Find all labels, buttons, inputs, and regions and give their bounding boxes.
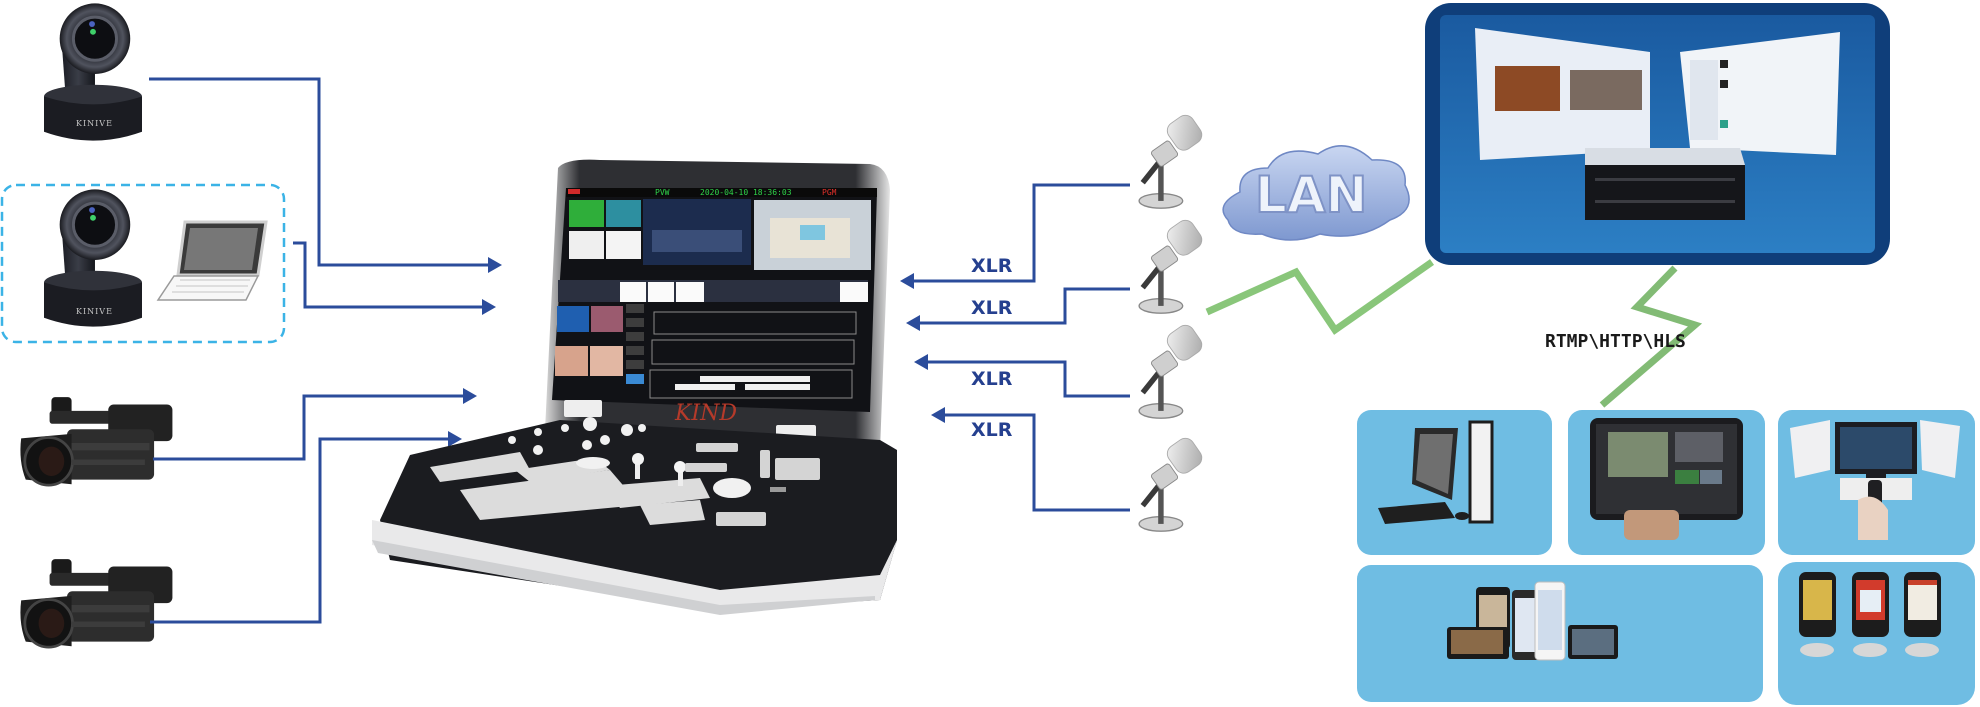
- streaming-server-panel: [1425, 3, 1890, 265]
- client-devices: [1357, 410, 1975, 705]
- ptz-camera-2: KINIVE: [44, 188, 142, 329]
- xlr-wire: [926, 360, 1130, 398]
- microphone-icon: [1139, 112, 1205, 208]
- xlr-label: XLR: [971, 297, 1013, 319]
- arrow-icon: [482, 299, 496, 315]
- wire-camcorder-2: [150, 437, 450, 624]
- switcher-logo: KIND: [674, 401, 737, 426]
- camera-brand-label: KINIVE: [76, 119, 113, 128]
- cloud-icon: [1222, 145, 1410, 241]
- camcorder-1: [18, 395, 174, 487]
- lan-label: LAN: [1255, 166, 1367, 224]
- xlr-link-3: XLR: [914, 322, 1205, 418]
- wire-camcorder-1: [153, 394, 465, 461]
- xlr-label: XLR: [971, 368, 1013, 390]
- ptz-camera-1: KINIVE: [44, 2, 142, 143]
- arrow-icon: [931, 407, 945, 423]
- lan-cloud: LAN: [1222, 145, 1410, 241]
- pvw-label: PVW: [655, 188, 670, 197]
- xlr-label: XLR: [971, 255, 1013, 277]
- wire-ptz-1: [149, 77, 490, 267]
- xlr-wire: [912, 183, 1130, 283]
- client-iphones: [1357, 565, 1763, 702]
- screen-timestamp: 2020-04-10 18:36:03: [700, 188, 792, 197]
- video-switcher: PVW 2020-04-10 18:36:03 PGM: [372, 159, 897, 615]
- client-tablet: [1568, 410, 1765, 555]
- arrow-icon: [463, 388, 477, 404]
- microphone-icon: [1139, 435, 1205, 531]
- software-window: [1475, 28, 1650, 160]
- client-desktop-pc: [1357, 410, 1552, 555]
- arrow-icon: [448, 431, 462, 447]
- streaming-link: [1599, 265, 1703, 408]
- smartphone-group-icon: [1799, 572, 1941, 657]
- wire-ptz-2: [293, 241, 484, 309]
- arrow-icon: [900, 273, 914, 289]
- arrow-icon: [914, 354, 928, 370]
- camcorder-2: [18, 557, 174, 649]
- laptop-icon: [156, 220, 268, 301]
- xlr-link-4: XLR: [931, 407, 1205, 531]
- tablet-icon: [1590, 418, 1743, 540]
- xlr-label: XLR: [971, 419, 1013, 441]
- camera-brand-label: KINIVE: [76, 307, 113, 316]
- protocols-label: RTMP\HTTP\HLS: [1545, 331, 1686, 352]
- video-wires: [149, 77, 502, 624]
- audio-inputs: XLR XLR XLR XLR: [900, 112, 1205, 531]
- pgm-label: PGM: [822, 188, 837, 197]
- server-unit: [1585, 165, 1745, 220]
- client-android-phones: [1778, 562, 1975, 705]
- client-smart-tv: [1778, 410, 1975, 555]
- ptz-laptop-group-frame: [0, 183, 286, 344]
- microphone-icon: [1139, 322, 1205, 418]
- xlr-wire: [918, 287, 1130, 325]
- xlr-wire: [943, 413, 1130, 512]
- desktop-computer-icon: [1378, 420, 1494, 524]
- xlr-link-2: XLR: [906, 217, 1205, 331]
- microphone-icon: [1139, 217, 1205, 313]
- smart-tv-icon: [1790, 420, 1960, 540]
- xlr-link-1: XLR: [900, 112, 1205, 289]
- lan-link: [1205, 259, 1435, 335]
- arrow-icon: [906, 315, 920, 331]
- arrow-icon: [488, 257, 502, 273]
- smartphone-group-icon: [1447, 581, 1618, 661]
